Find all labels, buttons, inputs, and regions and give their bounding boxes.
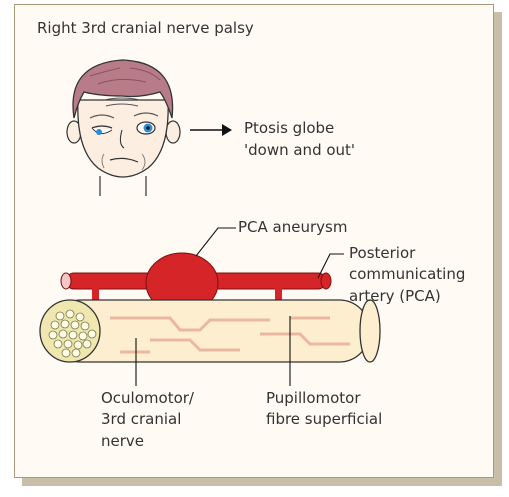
figure-title: Right 3rd cranial nerve palsy (37, 18, 254, 38)
ptosis-label-line2: 'down and out' (244, 140, 355, 160)
aneurysm-label: PCA aneurysm (238, 217, 347, 237)
nerve-illustration (40, 300, 380, 362)
pupillo-label-line1: Pupillomotor (266, 388, 361, 408)
pupillo-label-line2: fibre superficial (266, 409, 382, 429)
nerve-label-line3: nerve (101, 431, 144, 451)
pcomm-label-line2: communicating (349, 264, 465, 284)
nerve-label-line2: 3rd cranial (101, 409, 181, 429)
nerve-label-line1: Oculomotor/ (101, 388, 194, 408)
arrow-right-icon (190, 124, 232, 136)
ptosis-label-line1: Ptosis globe (244, 118, 334, 138)
pcomm-label-line1: Posterior (349, 243, 415, 263)
face-illustration (67, 60, 180, 196)
pcomm-label-line3: artery (PCA) (349, 286, 441, 306)
